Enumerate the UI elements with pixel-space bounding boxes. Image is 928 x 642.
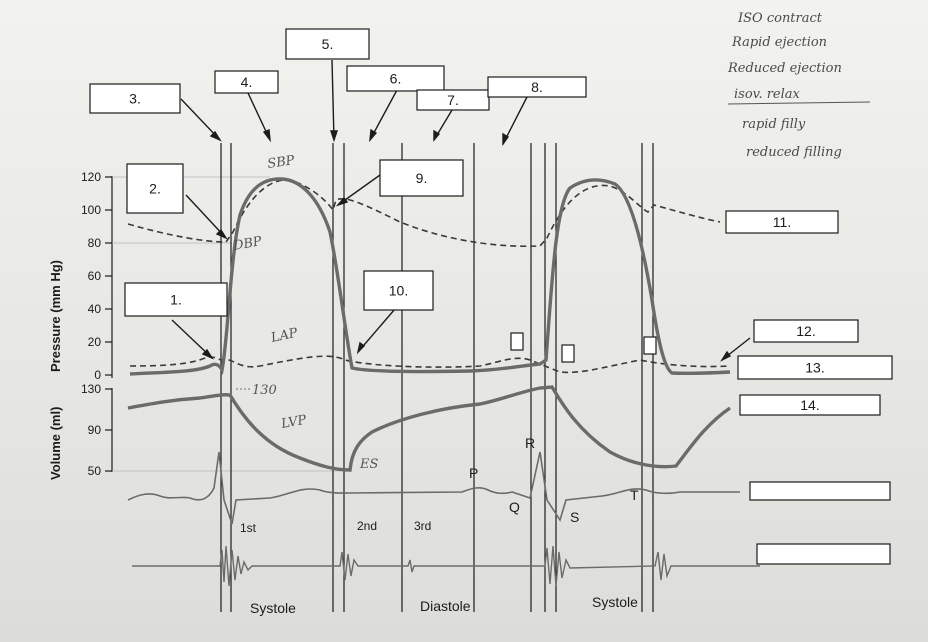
- pointer-arrows: [171, 59, 751, 362]
- label-box-2[interactable]: 2.: [126, 163, 184, 214]
- label-box-11[interactable]: 11.: [725, 210, 839, 234]
- ecg-trace: [127, 451, 740, 525]
- phase-diastole: Diastole: [420, 598, 471, 614]
- label-box-text: 2.: [149, 181, 161, 197]
- label-box-5[interactable]: 5.: [285, 28, 370, 60]
- label-box-13[interactable]: 13.: [737, 355, 893, 380]
- label-box-7[interactable]: 7.: [416, 89, 490, 111]
- answer-box-ecg[interactable]: [749, 481, 891, 501]
- annotation-sbp: SBP: [266, 153, 295, 172]
- ventricular-pressure-curve: [129, 177, 731, 376]
- small-blank-box[interactable]: [510, 332, 524, 351]
- pressure-tick-label: 100: [81, 203, 101, 217]
- phonocardiogram-trace: [132, 545, 760, 587]
- heart-sound-2nd-label: 2nd: [357, 519, 377, 533]
- annotation-dbp: DBP: [231, 234, 263, 254]
- annotation-lap: LAP: [269, 326, 300, 346]
- phase-systole-2: Systole: [592, 594, 638, 610]
- small-blank-box[interactable]: [643, 336, 657, 355]
- annotation-es: ES: [359, 457, 378, 472]
- pressure-tick-label: 40: [88, 302, 102, 316]
- label-box-text: 12.: [796, 323, 815, 339]
- label-box-14[interactable]: 14.: [739, 394, 881, 416]
- heart-sound-labels: 1st 2nd 3rd: [240, 519, 431, 535]
- label-box-text: 13.: [805, 360, 824, 376]
- ventricular-volume-curve: [127, 385, 731, 472]
- ecg-q-wave-label: Q: [509, 499, 520, 515]
- pressure-axis-title: Pressure (mm Hg): [48, 260, 63, 372]
- ecg-p-wave-label: P: [469, 465, 478, 481]
- volume-tick-label: 130: [81, 382, 101, 396]
- label-box-text: 3.: [129, 91, 141, 107]
- heart-sound-3rd-label: 3rd: [414, 519, 431, 533]
- label-box-text: 8.: [531, 79, 543, 95]
- small-blank-box[interactable]: [561, 344, 575, 363]
- ecg-labels: P Q R S T: [469, 435, 639, 525]
- note-isov-relax: isov. relax: [734, 87, 801, 102]
- label-box-text: 7.: [447, 92, 459, 108]
- pressure-tick-label: 120: [81, 170, 101, 184]
- label-box-10[interactable]: 10.: [363, 270, 434, 311]
- pressure-tick-label: 80: [88, 236, 102, 250]
- phase-labels: Systole Diastole Systole: [250, 594, 638, 616]
- volume-tick-label: 50: [88, 464, 102, 478]
- event-lines: [220, 143, 654, 612]
- ecg-t-wave-label: T: [630, 487, 639, 503]
- label-box-text: 6.: [390, 71, 402, 87]
- answer-box-heart-sounds[interactable]: [756, 543, 891, 565]
- label-box-text: 10.: [389, 283, 408, 299]
- label-box-1[interactable]: 1.: [124, 282, 228, 317]
- heart-sound-1st-label: 1st: [240, 521, 257, 535]
- phase-systole-1: Systole: [250, 600, 296, 616]
- note-reduced-filling: reduced filling: [746, 145, 842, 160]
- label-box-text: 9.: [416, 170, 428, 186]
- label-box-12[interactable]: 12.: [753, 319, 859, 343]
- pencil-annotations: SBP DBP LAP 130 LVP ES: [231, 153, 378, 472]
- annotation-130: 130: [252, 383, 277, 398]
- ecg-s-wave-label: S: [570, 509, 579, 525]
- note-iso-contract: ISO contract: [737, 11, 823, 26]
- note-rapid-ejection: Rapid ejection: [731, 35, 827, 50]
- pressure-tick-label: 20: [88, 335, 102, 349]
- note-underline: [727, 101, 871, 105]
- label-box-text: 14.: [800, 397, 819, 413]
- volume-axis: 130 90 50 Volume (ml): [48, 382, 113, 480]
- ecg-r-wave-label: R: [525, 435, 535, 451]
- atrial-pressure-curve: [129, 355, 731, 374]
- label-box-8[interactable]: 8.: [487, 76, 587, 98]
- handwritten-notes: ISO contract Rapid ejection Reduced ejec…: [727, 11, 871, 160]
- note-reduced-ejection: Reduced ejection: [727, 61, 842, 76]
- annotation-lvp: LVP: [279, 413, 308, 432]
- label-box-6[interactable]: 6.: [346, 65, 445, 92]
- label-box-4[interactable]: 4.: [214, 70, 279, 94]
- label-box-9[interactable]: 9.: [379, 159, 464, 197]
- label-boxes: 1. 2. 3. 4. 5. 6. 7. 8. 9. 10. 11. 12. 13. 14.: [89, 28, 893, 416]
- volume-axis-title: Volume (ml): [48, 407, 63, 480]
- label-box-text: 4.: [241, 74, 253, 90]
- label-box-3[interactable]: 3.: [89, 83, 181, 114]
- label-box-text: 5.: [322, 36, 334, 52]
- note-rapid-filling: rapid filly: [742, 117, 806, 132]
- pressure-tick-label: 60: [88, 269, 102, 283]
- pressure-tick-label: 0: [94, 368, 101, 382]
- volume-tick-label: 90: [88, 423, 102, 437]
- pressure-axis: 120 100 80 60 40 20 0 Pressure (mm Hg): [48, 170, 113, 382]
- label-box-text: 11.: [773, 214, 791, 230]
- label-box-text: 1.: [170, 292, 182, 308]
